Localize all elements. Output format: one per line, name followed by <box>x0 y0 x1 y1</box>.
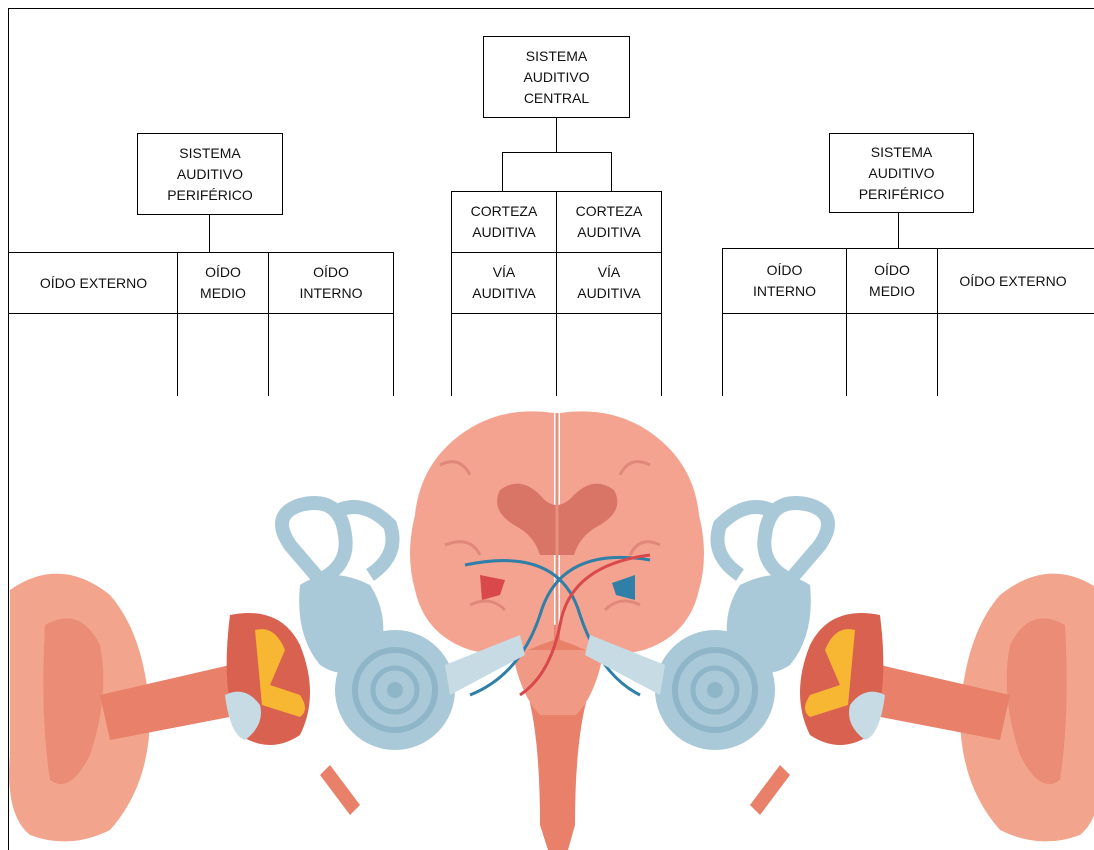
center-root-label: SISTEMA AUDITIVO CENTRAL <box>523 46 589 109</box>
left-eustachian-tube <box>320 765 360 815</box>
left-cell-oido-interno: OÍDO INTERNO <box>269 253 393 313</box>
left-cochlea-center <box>387 682 403 698</box>
right-cochlea-center <box>707 682 723 698</box>
center-connector-right <box>611 152 612 191</box>
right-eustachian-tube <box>750 765 790 815</box>
auditory-anatomy-illustration <box>0 395 1094 850</box>
left-root-box: SISTEMA AUDITIVO PERIFÉRICO <box>137 133 283 215</box>
center-connector-left <box>502 152 503 191</box>
center-cell-via-left: VÍA AUDITIVA <box>452 253 556 313</box>
right-table-mid <box>722 313 1094 314</box>
brain <box>410 411 704 654</box>
left-connector <box>209 215 210 252</box>
right-cell-oido-externo: OÍDO EXTERNO <box>938 249 1088 313</box>
left-table-mid <box>8 313 394 314</box>
right-cell-oido-medio: OÍDO MEDIO <box>847 249 937 313</box>
right-cell-oido-interno: OÍDO INTERNO <box>723 249 846 313</box>
frame-border-top <box>8 8 1094 9</box>
right-connector <box>898 213 899 248</box>
brainstem <box>512 625 604 850</box>
left-cell-oido-medio: OÍDO MEDIO <box>178 253 268 313</box>
left-root-label: SISTEMA AUDITIVO PERIFÉRICO <box>167 143 253 206</box>
center-cell-via-right: VÍA AUDITIVA <box>557 253 661 313</box>
center-root-box: SISTEMA AUDITIVO CENTRAL <box>483 36 630 118</box>
right-root-box: SISTEMA AUDITIVO PERIFÉRICO <box>829 133 974 213</box>
center-connector-stem <box>556 118 557 152</box>
center-cell-corteza-left: CORTEZA AUDITIVA <box>452 192 556 252</box>
center-col-divider-2 <box>661 191 662 396</box>
right-root-label: SISTEMA AUDITIVO PERIFÉRICO <box>859 142 945 205</box>
center-connector-bar <box>502 152 612 153</box>
center-cell-corteza-right: CORTEZA AUDITIVA <box>557 192 661 252</box>
brainstem-upper <box>512 650 604 715</box>
left-col-divider-3 <box>393 252 394 396</box>
left-cell-oido-externo: OÍDO EXTERNO <box>10 253 177 313</box>
